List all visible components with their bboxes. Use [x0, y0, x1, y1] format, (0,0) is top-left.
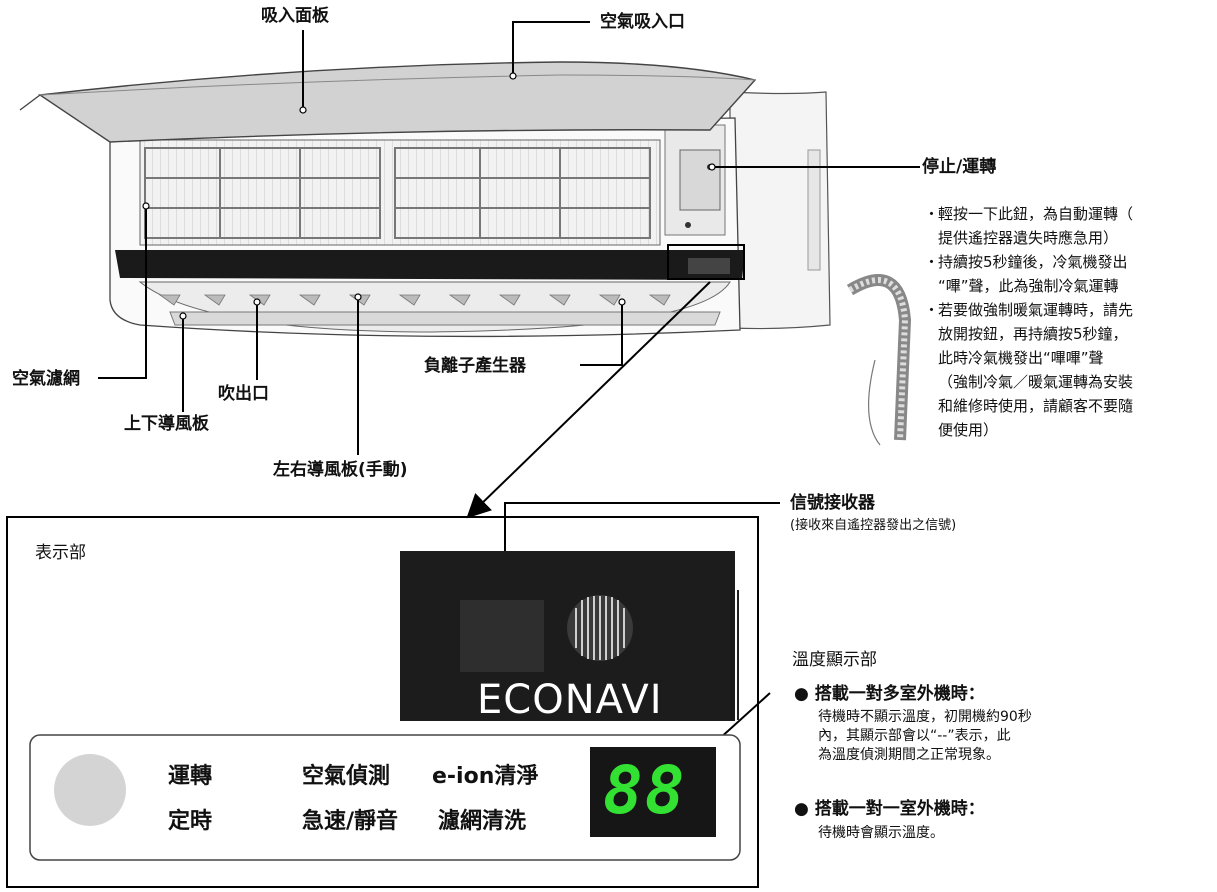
air-filter-label: 空氣濾網: [12, 369, 80, 389]
temperature-display-window: [590, 747, 716, 837]
note-bullet: ・: [924, 205, 940, 223]
note3-line2: 放開按鈕，再持續按5秒鐘，: [938, 325, 1128, 343]
note2-line1: 持續按5秒鐘後，冷氣機發出: [938, 253, 1128, 271]
intake-panel-label: 吸入面板: [261, 6, 329, 26]
multi-line-2: 內，其顯示部會以“--”表示，此: [818, 728, 1011, 744]
multi-unit-heading: ● 搭載一對多室外機時：: [794, 679, 985, 704]
indicator-run: 運轉: [168, 764, 213, 789]
note3-line4: （強制冷氣／暖氣運轉為安裝: [938, 373, 1134, 391]
zoom-arrow: [466, 281, 711, 519]
note3-line6: 便使用）: [938, 421, 999, 439]
multi-unit-title: 搭載一對多室外機時：: [814, 684, 985, 704]
bullet-dot: ●: [794, 684, 809, 704]
multi-line-3: 為溫度偵測期間之正常現象。: [818, 747, 1000, 763]
ion-generator-label: 負離子產生器: [424, 356, 526, 376]
signal-receiver-window: [460, 600, 544, 672]
display-callout-box: [667, 244, 745, 280]
indicator-panel: [29, 734, 741, 861]
multi-unit-description: 待機時不顯示溫度，初開機約90秒 內，其顯示部會以“--”表示，此 為溫度偵測期…: [818, 708, 1032, 765]
indicator-filter-clean: 濾網清洗: [438, 809, 527, 834]
single-unit-description: 待機時會顯示溫度。: [818, 825, 944, 841]
note2-line2: “嗶”聲，此為強制冷氣運轉: [938, 277, 1119, 295]
indicator-timer: 定時: [168, 809, 213, 834]
single-unit-heading: ● 搭載一對一室外機時：: [794, 794, 985, 819]
note1-line1: 輕按一下此鈕，為自動運轉（: [938, 205, 1134, 223]
note1-line2: 提供遙控器遺失時應急用）: [938, 229, 1119, 247]
temperature-digits: 88: [603, 752, 687, 829]
single-unit-title: 搭載一對一室外機時：: [814, 799, 985, 819]
receiver-title: 信號接收器: [790, 493, 875, 513]
vertical-louver-label: 上下導風板: [124, 414, 209, 434]
display-section-title: 表示部: [35, 543, 86, 563]
temperature-display-title: 溫度顯示部: [792, 650, 877, 670]
indicator-air-detect: 空氣偵測: [302, 764, 391, 789]
stop-run-notes: ・輕按一下此鈕，為自動運轉（ 提供遙控器遺失時應急用） ・持續按5秒鐘後，冷氣機…: [924, 202, 1133, 442]
note-bullet: ・: [924, 253, 940, 271]
horizontal-louver-label: 左右導風板(手動): [273, 460, 408, 480]
econavi-logo: ECONAVI: [477, 677, 663, 723]
note-bullet: ・: [924, 301, 940, 319]
air-intake-label: 空氣吸入口: [600, 12, 685, 32]
display-panel-frame: [6, 516, 759, 888]
econavi-sensor-icon: [567, 595, 633, 661]
multi-line-1: 待機時不顯示溫度，初開機約90秒: [818, 709, 1032, 725]
econavi-panel: [400, 551, 735, 721]
note3-line1: 若要做強制暖氣運轉時，請先: [938, 301, 1134, 319]
stop-run-label: 停止/運轉: [922, 157, 997, 177]
indicator-lamp: [54, 754, 126, 826]
indicator-quick-quiet: 急速/靜音: [302, 809, 399, 834]
receiver-subtitle: (接收來自遙控器發出之信號): [790, 518, 957, 533]
indicator-eion: e-ion清淨: [432, 764, 539, 789]
note3-line5: 和維修時使用，請顧客不要隨: [938, 397, 1134, 415]
bullet-dot: ●: [794, 799, 809, 819]
air-conditioner-unit: [19, 61, 912, 446]
outlet-label: 吹出口: [218, 384, 269, 404]
note3-line3: 此時冷氣機發出“嗶嗶”聲: [938, 349, 1104, 367]
